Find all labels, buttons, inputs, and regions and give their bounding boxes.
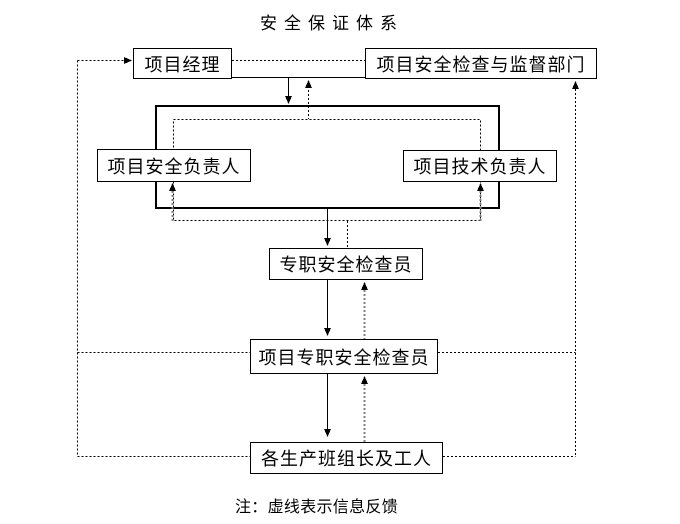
node-project-manager-label: 项目经理 bbox=[144, 54, 221, 75]
node-safety-officer-label: 项目安全负责人 bbox=[107, 156, 241, 177]
solid-arrowheads bbox=[285, 96, 331, 437]
node-safety-inspection-dept-label: 项目安全检查与监督部门 bbox=[376, 54, 586, 75]
node-project-fulltime-inspector-label: 项目专职安全检查员 bbox=[258, 347, 430, 368]
node-project-manager: 项目经理 bbox=[133, 48, 232, 79]
node-project-fulltime-inspector: 项目专职安全检查员 bbox=[250, 339, 438, 374]
legend-note: 注：虚线表示信息反馈 bbox=[235, 499, 399, 516]
diagram-title: 安全保证体系 bbox=[260, 14, 404, 33]
node-team-leaders-workers: 各生产班组长及工人 bbox=[250, 442, 443, 474]
node-safety-inspection-dept: 项目安全检查与监督部门 bbox=[365, 48, 597, 79]
solid-command-lines bbox=[232, 77, 365, 431]
feedback-arrowheads bbox=[124, 57, 579, 384]
node-safety-officer: 项目安全负责人 bbox=[97, 149, 251, 182]
node-technical-officer: 项目技术负责人 bbox=[403, 150, 557, 182]
gray-feedback-lines bbox=[171, 191, 482, 442]
node-fulltime-inspector: 专职安全检查员 bbox=[269, 248, 423, 280]
node-technical-officer-label: 项目技术负责人 bbox=[413, 157, 547, 177]
dotted-feedback-lines bbox=[77, 60, 576, 457]
node-team-leaders-workers-label: 各生产班组长及工人 bbox=[261, 449, 432, 469]
node-fulltime-inspector-label: 专职安全检查员 bbox=[279, 255, 413, 275]
